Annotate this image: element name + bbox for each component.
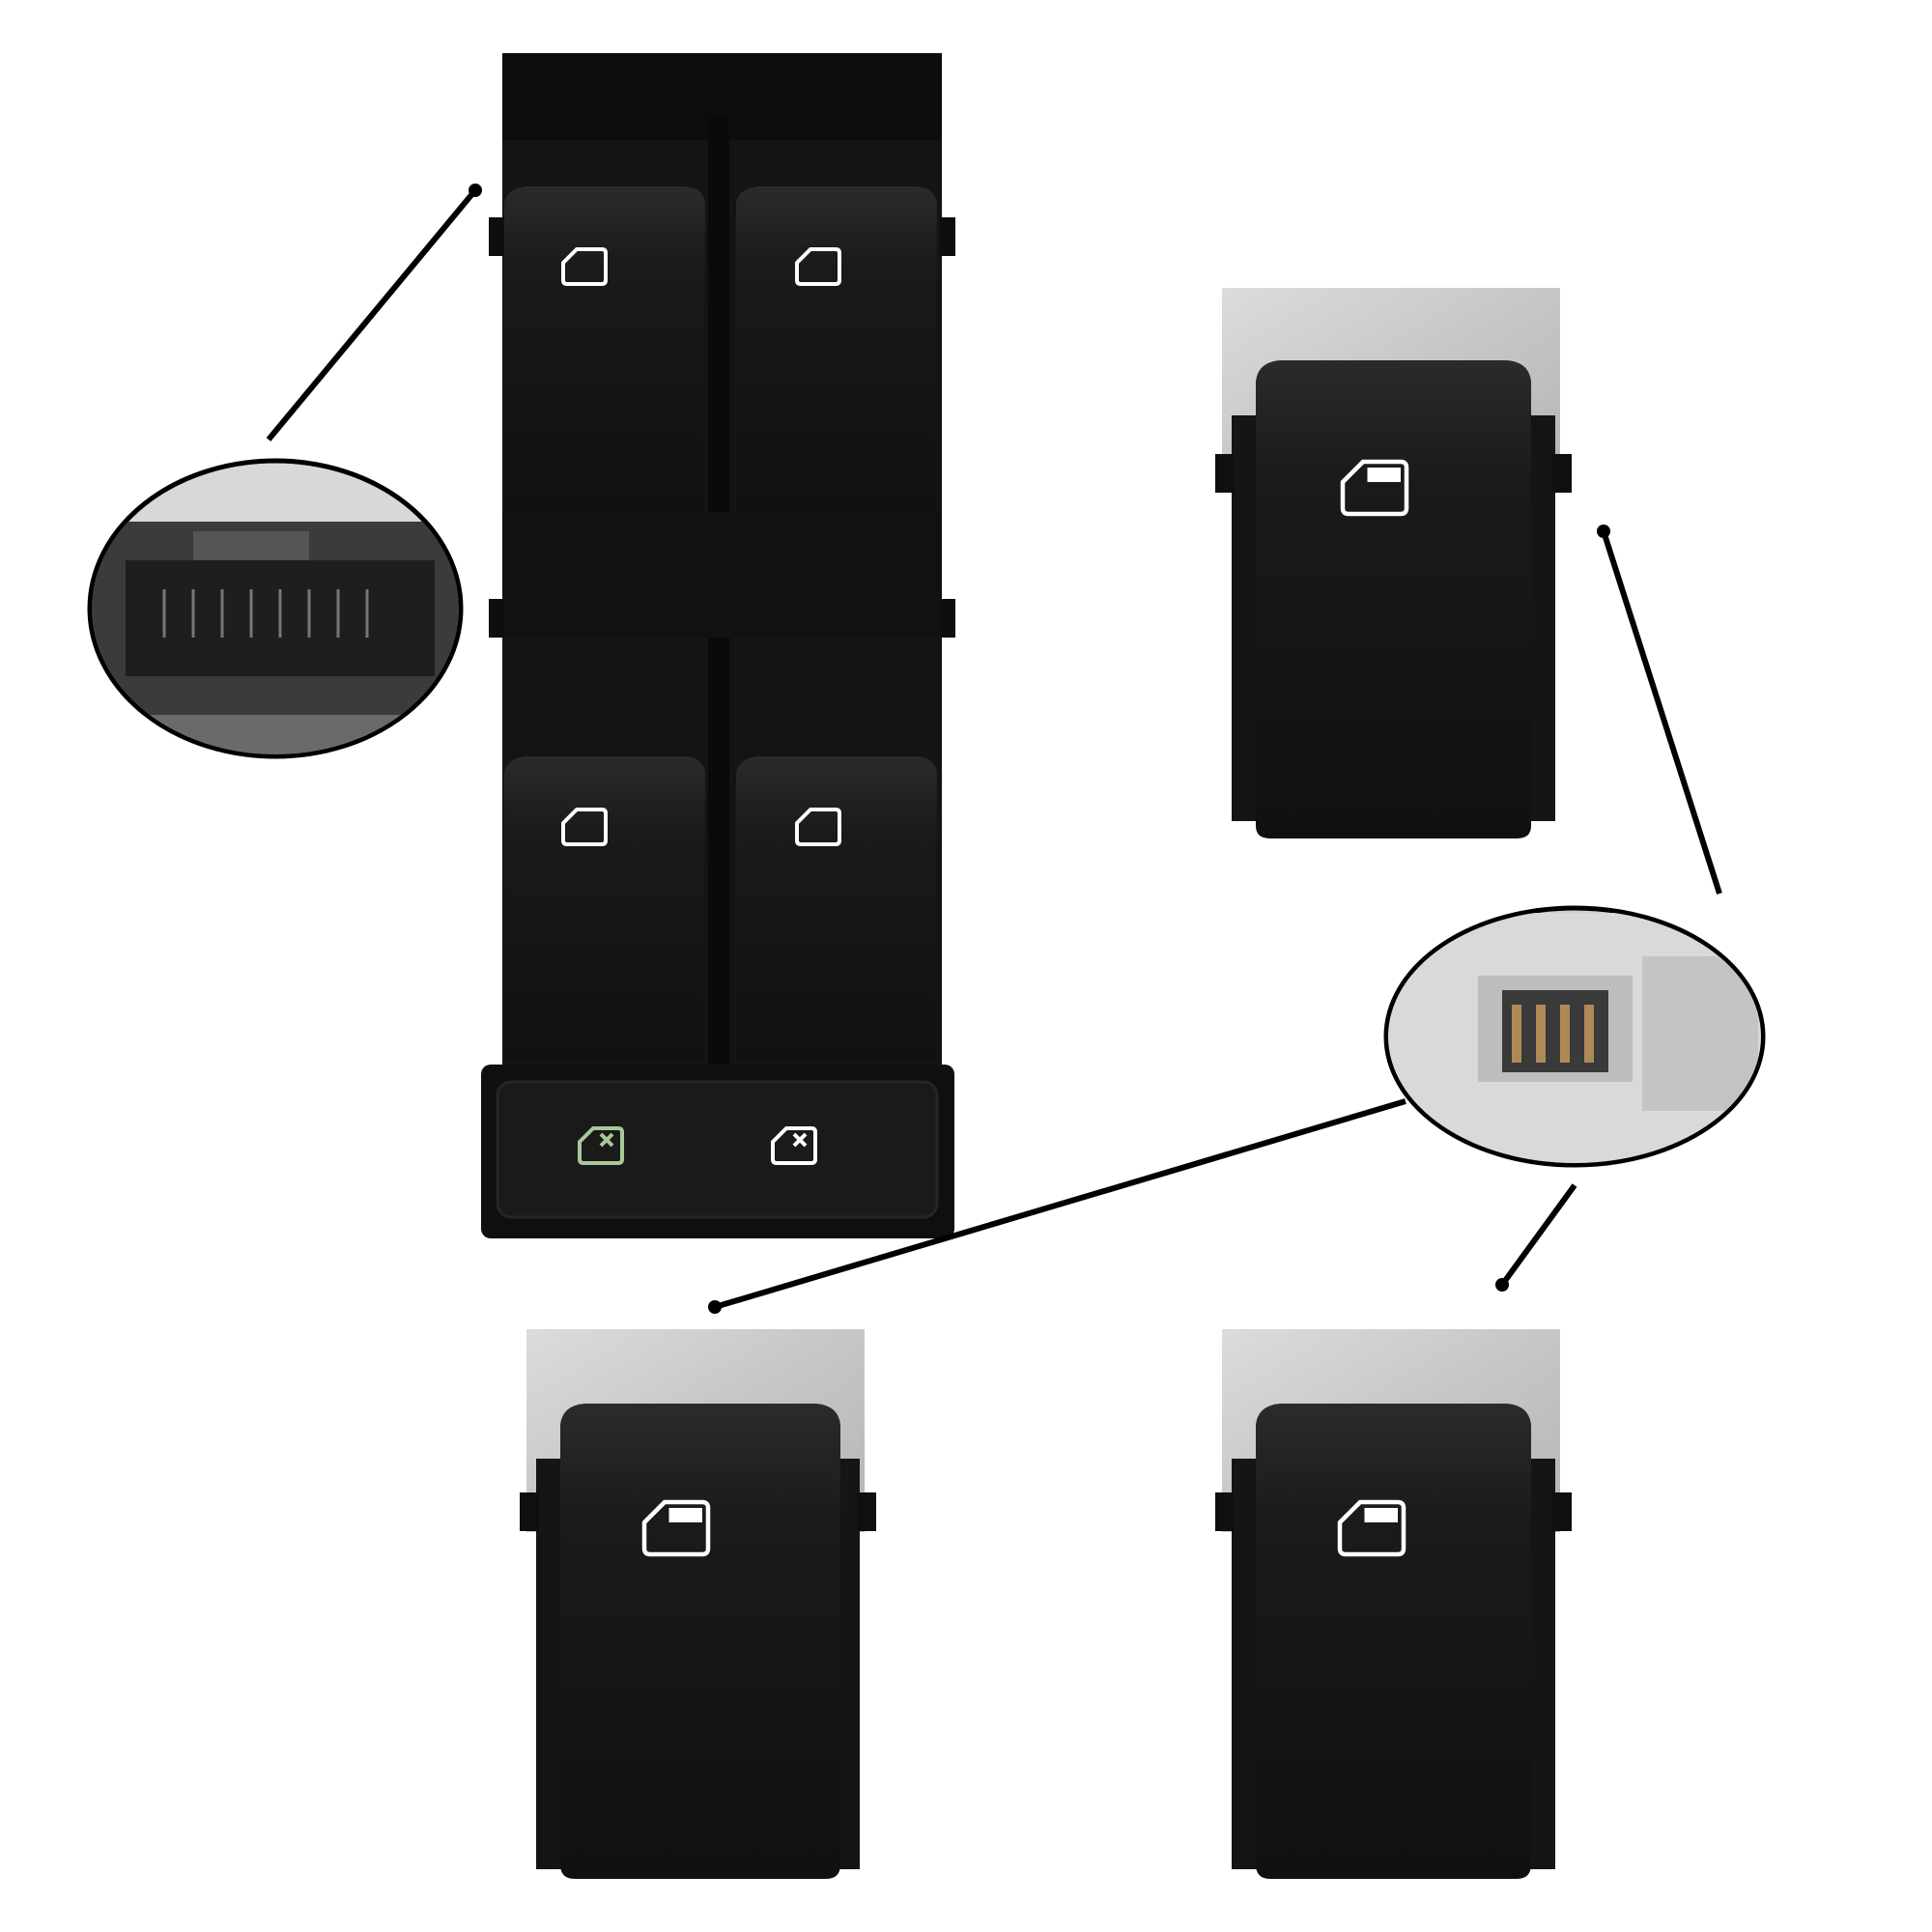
panel-clip (489, 599, 504, 638)
rocker-rear-left[interactable] (504, 756, 705, 1063)
rocker-front-left[interactable] (504, 186, 705, 512)
callout-single-connector (708, 525, 1766, 1314)
window-icon (1340, 459, 1409, 517)
single-switch-bottom-left (520, 1329, 876, 1879)
connector-pins-single (1388, 913, 1761, 1163)
single-window-switch-cap[interactable] (560, 1404, 840, 1879)
master-panel-mid-band (502, 512, 942, 638)
switch-clip (857, 1492, 876, 1531)
callout-line (1601, 530, 1722, 895)
panel-clip (940, 599, 955, 638)
lock-bar-face (496, 1080, 939, 1219)
single-switch-bottom-right (1215, 1329, 1572, 1879)
callout-dot (1495, 1278, 1509, 1292)
master-window-switch-panel (481, 53, 955, 1238)
single-window-switch-cap[interactable] (1256, 360, 1531, 838)
panel-clip (940, 217, 955, 256)
window-lock-button-left[interactable] (578, 1126, 624, 1165)
callout-dot (708, 1300, 722, 1314)
callout-line (714, 1098, 1406, 1310)
switch-clip (1215, 1492, 1235, 1531)
single-window-switch-cap[interactable] (1256, 1404, 1531, 1879)
window-lock-button-right[interactable] (771, 1126, 817, 1165)
callout-line (1499, 1183, 1577, 1287)
switch-clip (1552, 454, 1572, 493)
switch-clip (1215, 454, 1235, 493)
window-icon (1337, 1499, 1406, 1557)
switch-clip (520, 1492, 539, 1531)
single-switch-top-right (1215, 288, 1572, 838)
switch-clip (1552, 1492, 1572, 1531)
callout-line (266, 188, 478, 441)
callout-dot (469, 184, 482, 197)
callout-master-connector (87, 184, 482, 759)
connector-pins-master (92, 522, 459, 754)
window-icon (641, 1499, 711, 1557)
rocker-front-right[interactable] (736, 186, 937, 512)
window-lock-icon-green (578, 1126, 624, 1165)
rocker-rear-right[interactable] (736, 756, 937, 1063)
panel-clip (489, 217, 504, 256)
callout-dot (1597, 525, 1610, 538)
window-lock-icon-white (771, 1126, 817, 1165)
